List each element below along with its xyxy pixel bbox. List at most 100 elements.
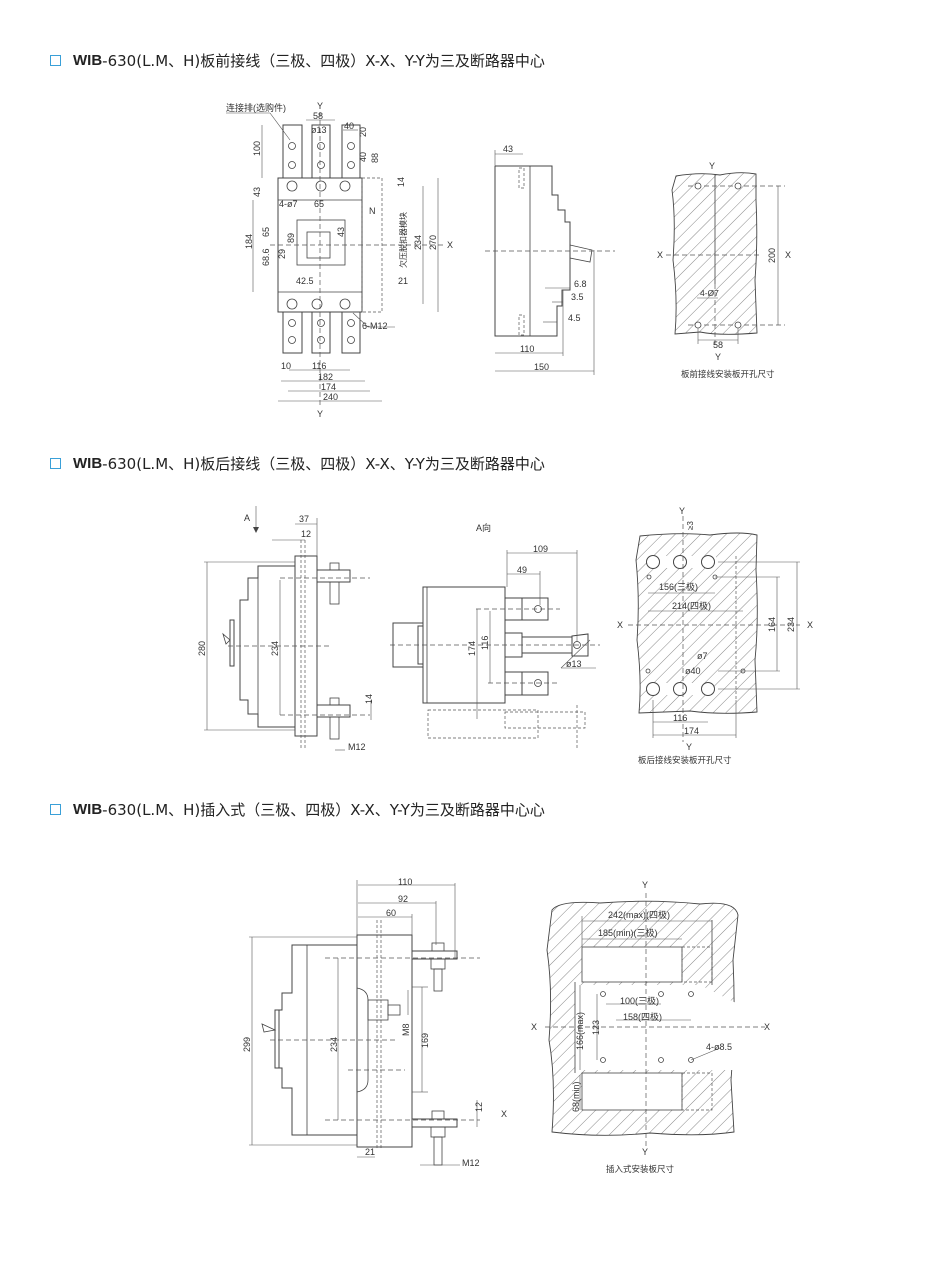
dim-label: 10 — [281, 361, 291, 371]
dim-label: 88 — [370, 153, 380, 163]
plugin-side-view-drawing: 110 92 60 299 234 M8 169 12 X 21 M12 — [242, 877, 507, 1168]
axis-x-label: X — [617, 620, 623, 630]
dim-label: 240 — [323, 392, 338, 402]
dim-label: 49 — [517, 565, 527, 575]
dim-label: 3.5 — [571, 292, 584, 302]
axis-y-label: Y — [642, 1147, 648, 1157]
rear-mount-plate-drawing: Y ≥3 156(三极) 214(四极) X X 164 234 ø7 ø40 … — [617, 506, 813, 765]
dim-label: 270 — [428, 235, 438, 250]
axis-y-label: Y — [642, 880, 648, 890]
dim-label: 174 — [467, 641, 477, 656]
dim-label: 40 — [344, 121, 354, 131]
dim-label: 116 — [480, 636, 490, 650]
dim-label: 158(四极) — [623, 1011, 662, 1022]
dim-label: 234 — [786, 617, 796, 632]
checkbox-square-icon — [50, 54, 61, 66]
dim-label: 4-ø8.5 — [706, 1042, 732, 1052]
dim-label: 214(四极) — [672, 600, 711, 611]
axis-y-label: Y — [709, 161, 715, 171]
axis-y-label: Y — [317, 101, 323, 111]
rear-side-view-drawing: A 37 12 280 234 14 M12 — [197, 506, 374, 752]
dim-label: 58 — [313, 111, 323, 121]
dim-label: 43 — [252, 187, 262, 197]
axis-x-label: X — [657, 250, 663, 260]
dim-label: 65 — [261, 227, 271, 237]
dim-label: 21 — [365, 1147, 375, 1157]
section-title-front-wiring: WIB -630(L.M、H)板前接线（三极、四极）X-X、Y-Y为三及断路器中… — [50, 50, 545, 70]
dim-label: 234 — [270, 641, 280, 656]
dim-label: 4-Ø7 — [700, 288, 719, 298]
undervoltage-module-label: 欠压脱扣器模块 — [398, 212, 408, 268]
dim-label: M12 — [348, 742, 366, 752]
dim-label: 110 — [398, 877, 412, 887]
dim-label: 12 — [301, 529, 311, 539]
dim-label: 14 — [364, 694, 374, 704]
checkbox-square-icon — [50, 457, 61, 469]
checkbox-square-icon — [50, 803, 61, 815]
dim-label: 6-M12 — [362, 321, 388, 331]
dim-label: 58 — [713, 340, 723, 350]
axis-x-label: X — [531, 1022, 537, 1032]
a-direction-view-drawing: A向 109 49 174 116 ø13 — [390, 522, 600, 748]
side-view-drawing: 43 6.8 3.5 4.5 110 150 — [485, 144, 615, 375]
dim-label: ø13 — [311, 125, 327, 135]
dim-label: 12 — [474, 1102, 484, 1112]
dim-label: 110 — [520, 344, 534, 354]
plate-caption: 插入式安装板尺寸 — [606, 1164, 675, 1174]
dim-label: 156(三极) — [659, 581, 698, 592]
dim-label: 174 — [321, 382, 336, 392]
section-title-text: -630(L.M、H)板后接线（三极、四极）X-X、Y-Y为三及断路器中心 — [102, 454, 545, 473]
axis-y-label: Y — [715, 352, 721, 362]
front-view-drawing: 连接排(选购件) Y 58 ø13 40 20 100 40 88 43 14 … — [226, 101, 453, 419]
dim-label: 40 — [358, 152, 368, 162]
dim-label: 166(max) — [575, 1012, 585, 1050]
dim-label: 184 — [244, 234, 254, 249]
dim-label: 42.5 — [296, 276, 314, 286]
dim-label: 4.5 — [568, 313, 581, 323]
section-title-plugin: WIB -630(L.M、H)插入式（三极、四极）X-X、Y-Y为三及断路器中心… — [50, 799, 545, 819]
section-title-text: -630(L.M、H)插入式（三极、四极）X-X、Y-Y为三及断路器中心心 — [102, 800, 545, 819]
dim-label: ≥3 — [686, 521, 695, 530]
dim-label: 164 — [767, 617, 777, 632]
dim-label: 280 — [197, 641, 207, 656]
dim-label: 200 — [767, 248, 777, 263]
dim-label: 20 — [358, 127, 368, 137]
dim-label: 116 — [312, 361, 326, 371]
dim-label: 116 — [673, 713, 687, 723]
axis-x-label: X — [807, 620, 813, 630]
dim-label: 185(min)(三极) — [598, 927, 658, 938]
dim-label: 169 — [420, 1033, 430, 1048]
plate-caption: 板前接线安装板开孔尺寸 — [681, 369, 775, 379]
model-prefix: WIB — [73, 800, 103, 818]
view-title: A向 — [476, 522, 491, 533]
dim-label: 6.8 — [574, 279, 587, 289]
dim-label: 21 — [398, 276, 408, 286]
dim-label: 100 — [252, 141, 262, 156]
view-direction-label: A — [244, 513, 250, 523]
axis-x-label: X — [501, 1109, 507, 1119]
axis-y-label: Y — [679, 506, 685, 516]
dim-label: 29 — [277, 249, 287, 259]
neutral-pole-label: N — [369, 206, 376, 216]
dim-label: 299 — [242, 1037, 252, 1052]
dim-label: 150 — [534, 362, 549, 372]
dim-label: M12 — [462, 1158, 480, 1168]
axis-x-label: X — [785, 250, 791, 260]
axis-x-label: X — [447, 240, 453, 250]
dim-label: 68.6 — [261, 248, 271, 266]
dim-label: 100(三极) — [620, 995, 659, 1006]
dim-label: 43 — [336, 227, 346, 237]
busbar-note-label: 连接排(选购件) — [226, 102, 286, 113]
dim-label: 37 — [299, 514, 309, 524]
dim-label: ø13 — [566, 659, 582, 669]
model-prefix: WIB — [73, 51, 103, 69]
dim-label: 182 — [318, 372, 333, 382]
dim-label: 60 — [386, 908, 396, 918]
dim-label: 174 — [684, 726, 699, 736]
plate-caption: 板后接线安装板开孔尺寸 — [638, 755, 732, 765]
dim-label: 65 — [314, 199, 324, 209]
dim-label: 234 — [329, 1037, 339, 1052]
front-mount-plate-drawing: Y X X 200 4-Ø7 58 Y 板前接线安装板开孔尺寸 — [657, 161, 791, 379]
dim-label: M8 — [401, 1023, 411, 1036]
